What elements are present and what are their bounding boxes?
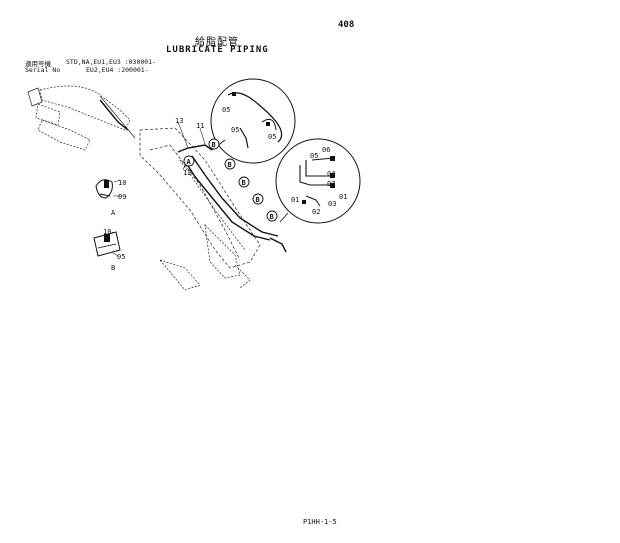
view-a-detail bbox=[95, 179, 113, 199]
serial-range-line1: STD,NA,EU1,EU3 :030001- bbox=[66, 58, 157, 66]
svg-text:B: B bbox=[256, 196, 260, 204]
title-english: LUBRICATE PIPING bbox=[166, 45, 269, 55]
svg-text:B: B bbox=[228, 161, 232, 169]
callout-07: 07 bbox=[327, 180, 335, 188]
serial-range-line2: EU2,EU4 :200001- bbox=[86, 66, 149, 74]
callout-06: 06 bbox=[322, 146, 330, 154]
svg-text:B: B bbox=[212, 141, 216, 149]
footer-drawing-code: P1HH-1-5 bbox=[303, 518, 337, 526]
callout-11: 11 bbox=[196, 122, 204, 130]
callout-01-right: 01 bbox=[339, 193, 347, 201]
view-marker-a: A bbox=[183, 155, 195, 167]
detail-circle-top bbox=[210, 78, 296, 164]
title-japanese: 給脂配管 bbox=[195, 37, 239, 48]
view-marker-b2: B bbox=[224, 158, 236, 170]
lubrication-pipe bbox=[99, 99, 287, 253]
serial-label-japanese: 適用号機 bbox=[25, 60, 51, 68]
callout-12: 12 bbox=[183, 169, 191, 177]
svg-text:A: A bbox=[187, 158, 192, 166]
callout-03: 03 bbox=[328, 200, 336, 208]
callout-05-view-b: 05 bbox=[117, 253, 125, 261]
serial-label-english: Serial No bbox=[25, 66, 61, 74]
callout-02: 02 bbox=[312, 208, 320, 216]
callout-05-top-b: 05 bbox=[231, 126, 239, 134]
svg-text:B: B bbox=[270, 213, 274, 221]
callout-05-top-a: 05 bbox=[222, 106, 230, 114]
view-marker-b5: B bbox=[266, 210, 278, 222]
callout-01-left: 01 bbox=[291, 196, 299, 204]
page-number: 408 bbox=[338, 20, 355, 30]
callout-05-right: 05 bbox=[310, 152, 318, 160]
boom-arm-outline bbox=[27, 85, 261, 291]
callout-04: 04 bbox=[327, 170, 335, 178]
callout-10-view-b: 10 bbox=[103, 228, 111, 236]
view-b-detail bbox=[93, 231, 121, 257]
view-marker-b4: B bbox=[252, 193, 264, 205]
detail-circle-right bbox=[275, 138, 361, 224]
callout-05-top-c: 05 bbox=[268, 133, 276, 141]
callout-09: 09 bbox=[118, 193, 126, 201]
callout-10-view-a: 10 bbox=[118, 179, 126, 187]
leader-lines bbox=[111, 121, 206, 257]
svg-text:B: B bbox=[242, 179, 246, 187]
view-b-label: B bbox=[111, 264, 115, 272]
callout-13: 13 bbox=[175, 117, 183, 125]
view-marker-b1: B bbox=[208, 138, 220, 150]
view-marker-b3: B bbox=[238, 176, 250, 188]
view-a-label: A bbox=[111, 209, 116, 217]
